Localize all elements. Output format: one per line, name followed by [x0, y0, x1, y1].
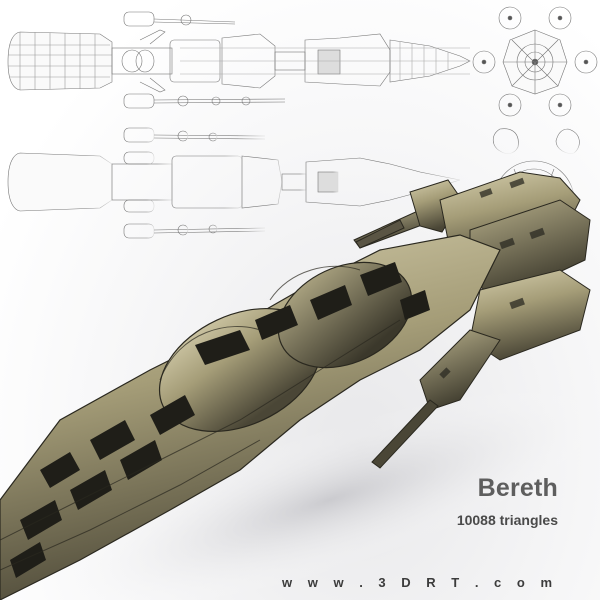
side-wireframe-view — [7, 127, 461, 239]
model-name: Bereth — [477, 474, 558, 502]
front-wireframe-view — [472, 6, 598, 117]
watermark-url: w w w . 3 D R T . c o m — [282, 575, 558, 590]
triangle-count: 10088 triangles — [456, 512, 558, 528]
top-wireframe-view — [7, 11, 471, 109]
main-hull — [0, 234, 501, 600]
